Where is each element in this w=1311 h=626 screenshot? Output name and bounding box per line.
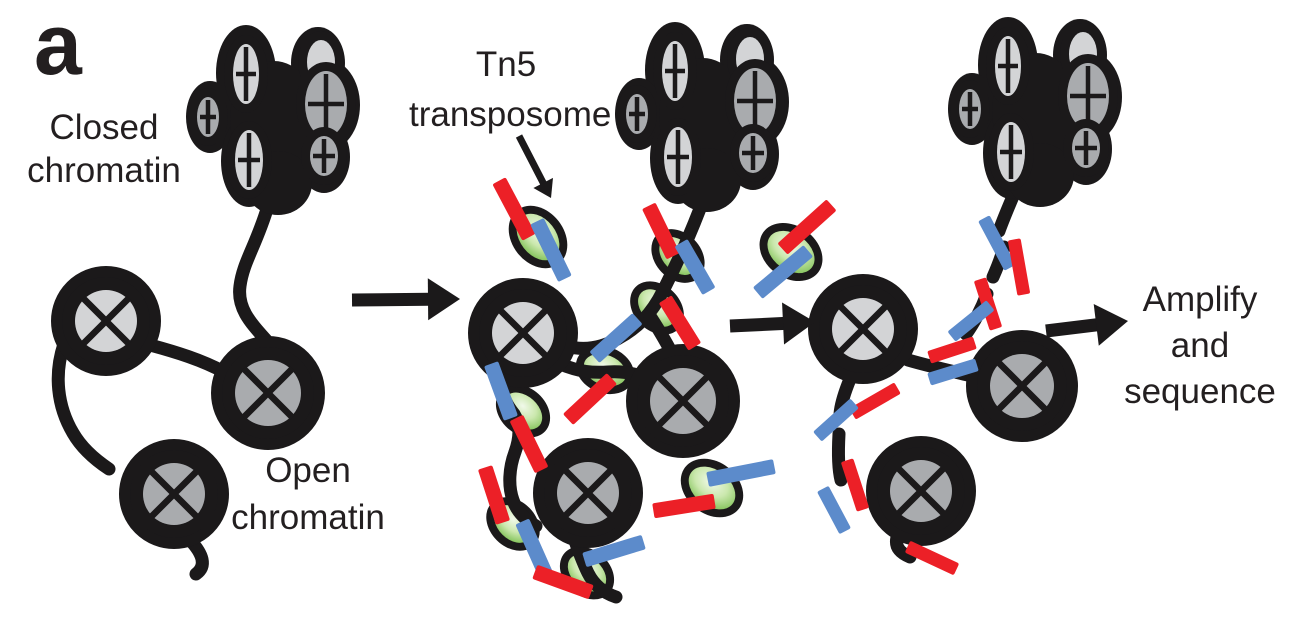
adapter-red <box>642 203 680 259</box>
dna-wrap-loop <box>533 438 643 548</box>
nucleosome-cross-line <box>80 295 132 347</box>
nucleosome-cross-line <box>562 467 614 519</box>
adapter-red <box>927 336 977 364</box>
cluster-layer <box>186 17 1122 215</box>
open-chromatin-label: Open chromatin <box>221 447 395 541</box>
nucleosome <box>222 347 314 439</box>
adapter-red <box>478 465 510 525</box>
nucleosome-cross-line <box>497 307 549 359</box>
adapter-red <box>493 177 535 241</box>
adapter-blue <box>706 459 776 487</box>
dna-strand <box>143 338 231 379</box>
nucleosome-cross-line <box>837 303 889 355</box>
adapter-blue <box>515 519 553 577</box>
adapter-red <box>841 458 869 512</box>
adapter-blue <box>590 313 642 363</box>
closed-chromatin-cluster <box>615 22 789 212</box>
dna-strand <box>233 199 275 347</box>
adapter-blue <box>948 301 994 341</box>
closed-chromatin-label-line2: chromatin <box>27 151 181 190</box>
amplify-label-line2: and <box>1170 326 1230 365</box>
dna-wrap-loop <box>866 436 976 546</box>
tn5-transposome-label: Tn5 transposome <box>409 40 612 140</box>
nucleosome-cross-line <box>895 465 947 517</box>
dna-wrap-loop <box>966 330 1078 442</box>
adapter-blue <box>978 215 1016 271</box>
adapter-red <box>652 494 716 518</box>
adapter-red <box>510 415 548 473</box>
nucleosome-cross-line <box>148 468 200 520</box>
adapter-blue <box>813 399 859 441</box>
adapter-red <box>532 565 594 599</box>
closed-chromatin-label: Closed chromatin <box>4 106 204 192</box>
adapter-blue <box>675 239 715 295</box>
dna-wrap-loop <box>119 439 229 549</box>
tn5-label-line2: transposome <box>409 95 612 134</box>
adapter-layer <box>478 177 1030 599</box>
dna-wrap-loop <box>468 278 578 388</box>
step-arrow <box>729 302 815 345</box>
adapter-blue <box>530 218 572 282</box>
closed-chromatin-cluster <box>948 17 1122 207</box>
closed-chromatin-cluster <box>186 25 360 215</box>
nucleosome-cross-line <box>241 366 295 420</box>
dna-wrap-loop <box>808 274 918 384</box>
adapter-blue <box>484 361 518 421</box>
nucleosome <box>819 285 907 373</box>
tn5-pointer-arrow <box>515 134 553 198</box>
open-chromatin-label-line1: Open <box>265 451 351 490</box>
nucleosome <box>877 447 965 535</box>
tn5-label-line1: Tn5 <box>475 45 537 84</box>
nucleosome <box>479 289 567 377</box>
amplify-sequence-label: Amplify and sequence <box>1105 277 1295 415</box>
amplify-label-line3: sequence <box>1124 372 1276 411</box>
adapter-blue <box>582 535 646 567</box>
adapter-blue <box>753 245 813 299</box>
nucleosome <box>62 277 150 365</box>
adapter-red <box>905 541 959 575</box>
dna-wrap-loop <box>211 336 325 450</box>
nucleosome <box>130 450 218 538</box>
dna-strand-layer <box>51 187 1078 604</box>
dna-wrap-loop <box>626 344 740 458</box>
nucleosome-cross-line <box>996 360 1048 412</box>
nucleosome-cross-line <box>656 374 710 428</box>
adapter-red <box>1008 238 1030 296</box>
closed-chromatin-label-line1: Closed <box>49 108 159 147</box>
step-arrow <box>351 278 460 321</box>
dna-strand <box>992 187 1021 238</box>
step-arrow <box>1045 304 1128 346</box>
adapter-blue <box>927 358 979 386</box>
panel-label-text: a <box>34 0 82 93</box>
adapter-red <box>778 200 836 254</box>
nucleosome <box>977 341 1067 431</box>
arrow-layer <box>351 134 1128 346</box>
dna-wrap-loop <box>51 266 161 376</box>
amplify-label-line1: Amplify <box>1142 280 1258 319</box>
tn5-transposome <box>680 458 744 518</box>
nucleosome <box>637 355 729 447</box>
open-chromatin-label-line2: chromatin <box>231 498 385 537</box>
panel-label: a <box>34 2 82 88</box>
adapter-blue <box>817 486 851 534</box>
adapter-red <box>659 296 701 350</box>
adapter-red <box>849 383 901 419</box>
adapter-red <box>563 373 617 425</box>
nucleosome <box>544 449 632 537</box>
dna-strand <box>831 427 848 487</box>
dna-strand <box>51 337 116 476</box>
nucleosome-layer <box>62 277 1067 538</box>
